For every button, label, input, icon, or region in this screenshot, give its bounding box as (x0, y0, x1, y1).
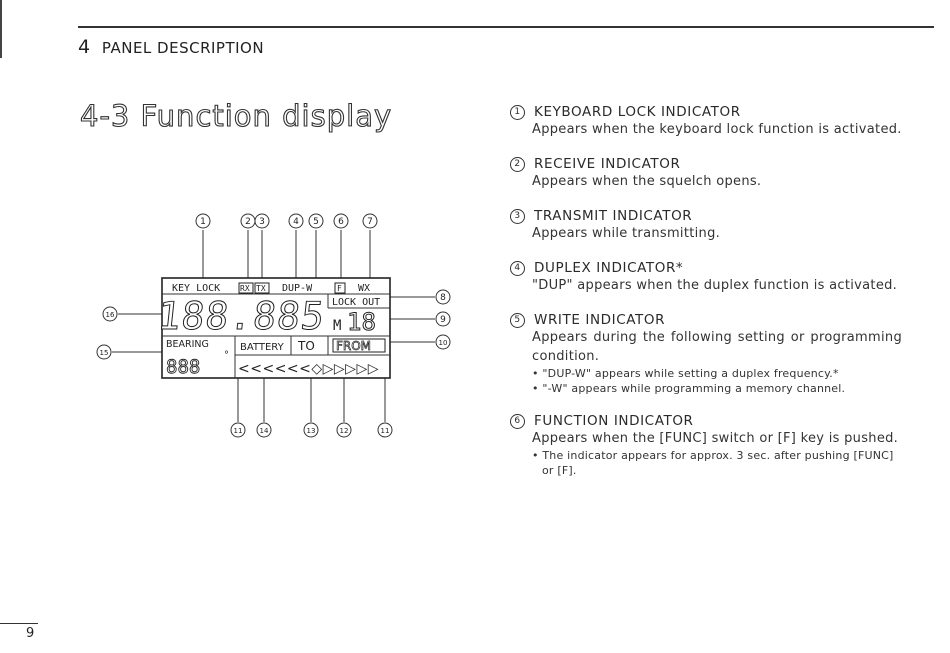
lcd-channel-prefix: M (333, 318, 341, 334)
svg-text:8: 8 (440, 293, 446, 303)
item-note: The indicator appears for approx. 3 sec.… (532, 448, 902, 478)
svg-text:12: 12 (340, 427, 349, 435)
callout-12: 12 (336, 422, 352, 438)
lcd-dupw-label: DUP-W (282, 283, 313, 294)
callout-16: 16 (102, 306, 118, 322)
callout-7: 7 (362, 213, 378, 229)
item-number: 4 (510, 260, 525, 276)
item-title: WRITE INDICATOR (534, 312, 666, 328)
lcd-panel (161, 277, 391, 379)
item-keyboard-lock: 1 KEYBOARD LOCK INDICATOR Appears when th… (510, 104, 902, 139)
item-note: "-W" appears while programming a memory … (532, 381, 902, 396)
item-title: KEYBOARD LOCK INDICATOR (534, 104, 741, 120)
callout-2: 2 (240, 213, 256, 229)
lcd-frequency: 188.885 (155, 294, 327, 338)
item-note: "DUP-W" appears while setting a duplex f… (532, 366, 902, 381)
lcd-tx-label: TX (256, 284, 266, 293)
item-write: 5 WRITE INDICATOR Appears during the foll… (510, 312, 902, 396)
callout-4: 4 (288, 213, 304, 229)
svg-text:3: 3 (259, 217, 265, 227)
lcd-battery-label: BATTERY (240, 342, 285, 353)
lcd-keylock-label: KEY LOCK (172, 283, 220, 294)
svg-text:14: 14 (260, 427, 269, 435)
item-body: Appears during the following setting or … (532, 330, 902, 364)
svg-text:5: 5 (313, 217, 319, 227)
svg-text:16: 16 (106, 311, 115, 319)
callout-15: 15 (96, 344, 112, 360)
chapter-header: 4 PANEL DESCRIPTION (78, 36, 264, 58)
item-number: 6 (510, 413, 525, 429)
lcd-from-label: FROM (336, 339, 371, 353)
svg-text:11: 11 (381, 427, 390, 435)
lcd-rx-label: RX (240, 284, 250, 293)
binder-edge (0, 0, 5, 58)
item-title: FUNCTION INDICATOR (534, 413, 694, 429)
item-duplex: 4 DUPLEX INDICATOR* "DUP" appears when th… (510, 260, 902, 295)
function-display-diagram: KEY LOCK RX TX DUP-W F WX LOCK OUT 188.8… (90, 200, 470, 450)
lcd-bearing-label: BEARING (166, 339, 209, 350)
lcd-diagram-svg: KEY LOCK RX TX DUP-W F WX LOCK OUT 188.8… (96, 213, 451, 438)
item-number: 3 (510, 208, 525, 224)
svg-text:6: 6 (338, 217, 344, 227)
svg-text:7: 7 (367, 217, 373, 227)
svg-text:13: 13 (307, 427, 316, 435)
item-body: Appears when the [FUNC] switch or [F] ke… (532, 431, 899, 446)
item-receive: 2 RECEIVE INDICATOR Appears when the sque… (510, 156, 902, 191)
item-body: "DUP" appears when the duplex function i… (532, 278, 898, 293)
callout-lines (112, 230, 435, 422)
item-number: 5 (510, 312, 525, 328)
callout-10: 10 (435, 334, 451, 350)
callout-bottom-a: 11 (230, 422, 246, 438)
callout-bottom-b: 11 (377, 422, 393, 438)
item-number: 1 (510, 104, 525, 120)
header-rule (78, 26, 934, 28)
indicator-descriptions: 1 KEYBOARD LOCK INDICATOR Appears when th… (510, 104, 902, 495)
section-title: 4-3 Function display (79, 98, 393, 133)
item-transmit: 3 TRANSMIT INDICATOR Appears while transm… (510, 208, 902, 243)
svg-text:1: 1 (200, 217, 206, 227)
lcd-channel-digits: 18 (347, 308, 376, 336)
lcd-lockout-label: LOCK OUT (332, 297, 380, 308)
item-title: DUPLEX INDICATOR* (534, 260, 684, 276)
svg-text:15: 15 (100, 349, 109, 357)
callout-8: 8 (435, 289, 451, 305)
item-body: Appears while transmitting. (532, 226, 721, 241)
chapter-number: 4 (78, 36, 91, 58)
lcd-f-label: F (337, 284, 342, 293)
svg-text:2: 2 (245, 217, 251, 227)
lcd-arrow-scale: <<<<<<◇▷▷▷▷▷ (238, 361, 379, 377)
item-title: RECEIVE INDICATOR (534, 156, 681, 172)
callout-13: 13 (303, 422, 319, 438)
lcd-wx-label: WX (358, 283, 370, 294)
svg-text:9: 9 (440, 315, 446, 325)
item-title: TRANSMIT INDICATOR (534, 208, 693, 224)
item-body: Appears when the keyboard lock function … (532, 122, 902, 137)
page-number-rule (0, 623, 38, 624)
item-number: 2 (510, 156, 525, 172)
chapter-title: PANEL DESCRIPTION (101, 39, 265, 57)
lcd-degree: ° (224, 350, 229, 361)
callout-6: 6 (333, 213, 349, 229)
page-number: 9 (26, 626, 35, 641)
callout-14: 14 (256, 422, 272, 438)
callout-3: 3 (254, 213, 270, 229)
svg-text:11: 11 (234, 427, 243, 435)
lcd-to-label: TO (297, 339, 315, 353)
svg-text:4: 4 (293, 217, 299, 227)
item-function: 6 FUNCTION INDICATOR Appears when the [FU… (510, 413, 902, 478)
callout-5: 5 (308, 213, 324, 229)
lcd-bearing-digits: 888 (166, 356, 200, 378)
item-body: Appears when the squelch opens. (532, 174, 762, 189)
callout-9: 9 (435, 311, 451, 327)
svg-text:10: 10 (439, 339, 448, 347)
callout-1: 1 (195, 213, 211, 229)
